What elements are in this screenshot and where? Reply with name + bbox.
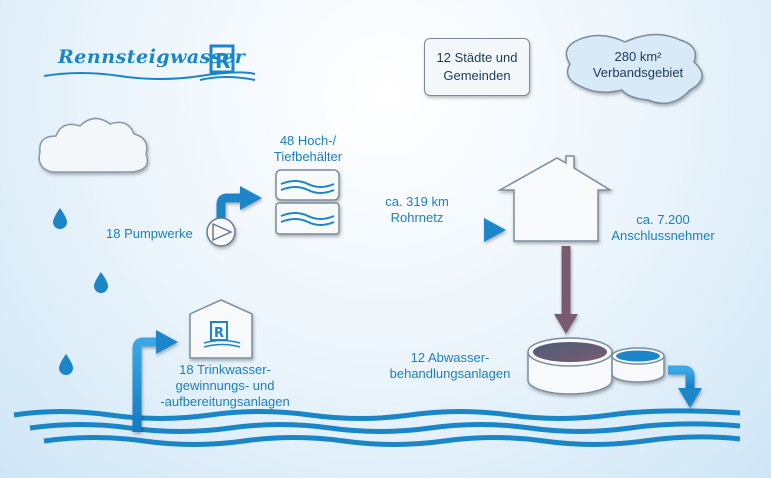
treatment-line-1: 18 Trinkwasser- — [179, 362, 271, 377]
treatment-line-3: -aufbereitungsanlagen — [160, 394, 290, 409]
treatment-plant-icon: R — [189, 299, 253, 359]
area-line-2: Verbandsgebiet — [592, 65, 684, 80]
tanks-line-2: Tiefbehälter — [273, 149, 343, 164]
tanks-label: 48 Hoch-/ Tiefbehälter — [258, 133, 358, 165]
area-blob-icon — [565, 33, 703, 105]
customers-line-1: ca. 7.200 — [636, 212, 690, 227]
network-pipe-arrow — [353, 218, 506, 242]
sewage-pipe-arrow — [554, 246, 578, 334]
cities-line-2: Gemeinden — [443, 68, 511, 83]
svg-text:R: R — [214, 326, 224, 341]
cities-info-box: 12 Städte und Gemeinden — [424, 38, 530, 96]
sewage-basin-icon — [527, 337, 665, 395]
outflow-pipe-arrow — [668, 365, 702, 408]
customers-line-2: Anschlussnehmer — [611, 228, 715, 243]
r-wave-logo-icon: R — [43, 44, 256, 81]
area-line-1: 280 km² — [614, 49, 662, 64]
supply-pipe-arrow — [216, 186, 262, 300]
area-label: 280 km² Verbandsgebiet — [578, 49, 698, 81]
sewage-label: 12 Abwasser- behandlungsanlagen — [380, 350, 520, 382]
pumps-label: 18 Pumpwerke — [106, 226, 193, 241]
network-line-1: ca. 319 km — [385, 194, 449, 209]
cities-line-1: 12 Städte und — [436, 50, 518, 65]
sewage-line-1: 12 Abwasser- — [410, 350, 490, 365]
svg-text:R: R — [215, 49, 230, 73]
customers-label: ca. 7.200 Anschlussnehmer — [598, 212, 728, 244]
logo-text: Rennsteigwasser — [58, 46, 246, 68]
pump-icon — [206, 217, 236, 247]
cloud-icon — [38, 117, 149, 173]
raindrop-icon — [53, 208, 108, 375]
tank-icon — [275, 169, 340, 235]
sewage-line-2: behandlungsanlagen — [389, 366, 511, 381]
network-label: ca. 319 km Rohrnetz — [362, 194, 472, 226]
tanks-line-1: 48 Hoch-/ — [279, 133, 337, 148]
treatment-label: 18 Trinkwasser- gewinnungs- und -aufbere… — [155, 362, 295, 410]
house-icon — [497, 155, 613, 242]
intake-pipe-arrow — [132, 330, 178, 432]
water-waves — [13, 408, 741, 447]
network-line-2: Rohrnetz — [390, 210, 444, 225]
treatment-line-2: gewinnungs- und — [175, 378, 275, 393]
